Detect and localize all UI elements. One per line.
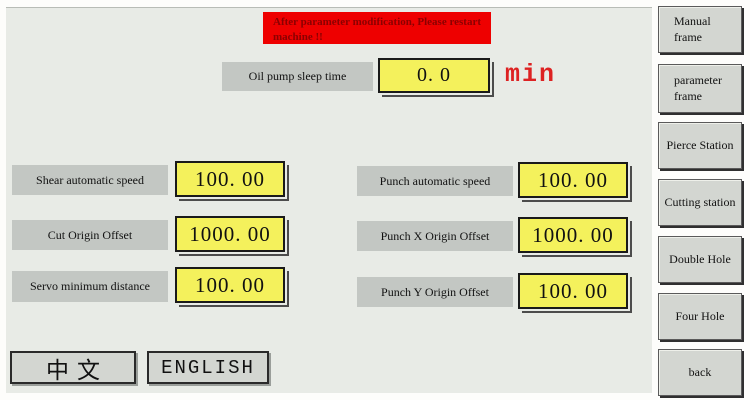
punch-automatic-speed-label: Punch automatic speed	[357, 166, 513, 196]
punch-automatic-speed-field[interactable]: 100. 00	[518, 162, 628, 198]
sidebar-button-parameter-frame[interactable]: parameter frame	[658, 64, 742, 113]
restart-warning-banner: After parameter modification, Please res…	[263, 12, 491, 44]
sidebar-button-back[interactable]: back	[658, 349, 742, 396]
servo-minimum-distance-field[interactable]: 100. 00	[175, 267, 285, 303]
shear-automatic-speed-field[interactable]: 100. 00	[175, 161, 285, 197]
sidebar-button-manual-frame[interactable]: Manual frame	[658, 6, 742, 53]
language-button-chinese[interactable]: 中文	[10, 351, 136, 384]
sidebar-button-pierce-station[interactable]: Pierce Station	[658, 122, 742, 169]
sidebar-button-cutting-station[interactable]: Cutting station	[658, 179, 742, 226]
servo-minimum-distance-label: Servo minimum distance	[12, 271, 168, 302]
punch-x-origin-offset-field[interactable]: 1000. 00	[518, 217, 628, 253]
sidebar-button-double-hole[interactable]: Double Hole	[658, 236, 742, 283]
punch-y-origin-offset-label: Punch Y Origin Offset	[357, 277, 513, 307]
punch-y-origin-offset-field[interactable]: 100. 00	[518, 273, 628, 309]
language-button-english[interactable]: ENGLISH	[147, 351, 269, 384]
punch-x-origin-offset-label: Punch X Origin Offset	[357, 221, 513, 251]
oil-pump-sleep-time-field[interactable]: 0. 0	[378, 58, 490, 93]
oil-pump-sleep-time-label: Oil pump sleep time	[222, 62, 373, 91]
cut-origin-offset-field[interactable]: 1000. 00	[175, 216, 285, 252]
cut-origin-offset-label: Cut Origin Offset	[12, 220, 168, 250]
minutes-unit-label: min	[505, 60, 557, 89]
sidebar-button-four-hole[interactable]: Four Hole	[658, 293, 742, 340]
shear-automatic-speed-label: Shear automatic speed	[12, 165, 168, 195]
